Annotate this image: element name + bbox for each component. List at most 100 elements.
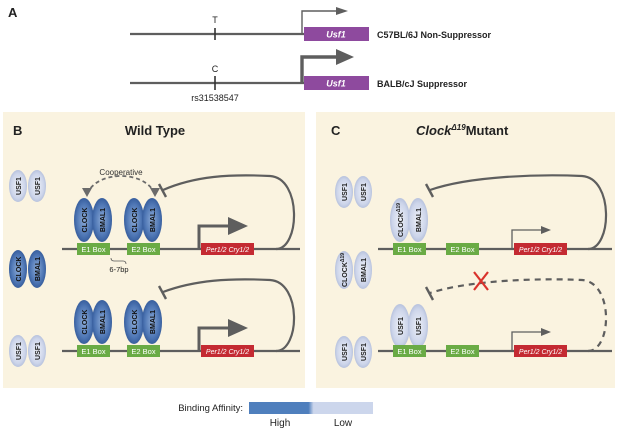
bmal1-protein	[92, 300, 112, 344]
protein-label: USF1	[361, 343, 368, 361]
target-gene-box	[514, 243, 567, 255]
target-gene-box	[201, 345, 254, 357]
clock-protein	[74, 198, 94, 242]
snp-allele-c: C	[212, 64, 219, 74]
inhibition-bar	[424, 183, 435, 198]
free-usf1-dimer: USF1 USF1	[335, 336, 372, 368]
free-usf1-dimer: USF1 USF1	[9, 170, 46, 202]
inhibition-bar	[157, 285, 168, 300]
protein-ellipse	[9, 170, 27, 202]
free-usf1-dimer: USF1 USF1	[335, 176, 372, 208]
protein-ellipse	[354, 336, 372, 368]
free-usf1-dimer: USF1 USF1	[9, 335, 46, 367]
feedback-loop	[162, 278, 296, 353]
wt-construct-bottom: CLOCK BMAL1 CLOCK BMAL1 E1 Box E2 Box Pe…	[62, 278, 300, 357]
protein-label: BMAL1	[35, 257, 42, 281]
protein-label: CLOCK	[132, 208, 139, 233]
title-superscript: Δ19	[450, 123, 466, 132]
clock-protein	[74, 300, 94, 344]
e1-box-label: E1 Box	[81, 245, 105, 254]
protein-label: USF1	[361, 183, 368, 201]
target-gene-label: Per1/2 Cry1/2	[206, 349, 249, 356]
cooperative-arc	[86, 175, 156, 195]
panel-c-title: ClockΔ19Mutant	[416, 123, 509, 138]
protein-ellipse	[354, 251, 372, 289]
panel-a-label: A	[8, 5, 18, 20]
feedback-loop	[162, 174, 296, 251]
weak-activation-arrow	[511, 331, 543, 351]
protein-label: CLOCK	[82, 208, 89, 233]
free-clock-bmal1-dimer: CLOCK BMAL1	[9, 250, 46, 288]
protein-ellipse	[354, 176, 372, 208]
protein-ellipse	[28, 250, 46, 288]
e2-box	[127, 345, 160, 357]
protein-label: CLOCKΔ19	[396, 203, 405, 237]
panel-b: B Wild Type USF1 USF1 CLOCK BMAL1 USF1 U…	[3, 112, 305, 388]
bmal1-protein	[92, 198, 112, 242]
title-gene: Clock	[416, 123, 452, 138]
protein-label: USF1	[35, 342, 42, 360]
protein-label: BMAL1	[100, 208, 107, 232]
target-gene-box	[514, 345, 567, 357]
weak-promoter-arrow	[301, 10, 338, 34]
mutant-construct-bottom: USF1 USF1 E1 Box E2 Box Per1/2 Cry1/2	[378, 271, 612, 357]
protein-ellipse	[9, 250, 27, 288]
bmal1-protein	[142, 198, 162, 242]
e2-box-label: E2 Box	[131, 245, 155, 254]
arrowhead-icon	[336, 7, 348, 15]
usf1-gene-box	[304, 27, 369, 41]
activation-arrow	[197, 224, 232, 249]
feedback-loop	[429, 174, 608, 251]
e2-box-label: E2 Box	[450, 245, 474, 254]
title-suffix: Mutant	[466, 123, 509, 138]
panel-a: A T Usf1 C57BL/6J Non-Suppressor C rs315…	[8, 5, 492, 103]
protein-ellipse	[28, 170, 46, 202]
protein-label: BMAL1	[150, 310, 157, 334]
snp-id: rs31538547	[191, 93, 239, 103]
protein-label: USF1	[16, 342, 23, 360]
block-x-icon	[473, 271, 489, 291]
activation-arrow	[197, 326, 232, 351]
e2-box	[127, 243, 160, 255]
arrowhead-icon	[541, 328, 551, 336]
target-gene-label: Per1/2 Cry1/2	[519, 247, 562, 254]
clock-protein	[124, 198, 144, 242]
legend-title: Binding Affinity:	[178, 403, 243, 414]
e1-box	[77, 345, 110, 357]
cooperative-label: Cooperative	[99, 168, 143, 177]
c57-locus: T Usf1 C57BL/6J Non-Suppressor	[130, 7, 492, 41]
arrowhead-icon	[150, 188, 160, 197]
protein-label: CLOCK	[82, 310, 89, 335]
e1-box	[393, 345, 426, 357]
bmal1-protein	[408, 198, 428, 242]
legend-low: Low	[334, 418, 353, 428]
target-gene-box	[201, 243, 254, 255]
e1-box-label: E1 Box	[397, 347, 421, 356]
free-clockd19-bmal1-dimer: CLOCKΔ19 BMAL1	[335, 251, 372, 289]
clockd19-protein	[390, 198, 410, 242]
protein-label: BMAL1	[416, 208, 423, 232]
protein-label: USF1	[16, 177, 23, 195]
protein-label: BMAL1	[100, 310, 107, 334]
arrowhead-icon	[541, 226, 551, 234]
usf1-gene-label: Usf1	[326, 30, 346, 40]
panel-b-label: B	[13, 123, 22, 138]
legend: Binding Affinity: High Low	[178, 402, 373, 428]
protein-ellipse	[28, 335, 46, 367]
arrowhead-icon	[82, 188, 92, 197]
e2-box-label: E2 Box	[450, 347, 474, 356]
protein-label: BMAL1	[361, 258, 368, 282]
arrowhead-icon	[228, 319, 248, 337]
target-gene-label: Per1/2 Cry1/2	[519, 349, 562, 356]
protein-ellipse	[9, 335, 27, 367]
bmal1-protein	[142, 300, 162, 344]
balb-locus: C rs31538547 Usf1 BALB/cJ Suppressor	[130, 49, 468, 103]
arrowhead-icon	[228, 217, 248, 235]
blocked-feedback-loop	[429, 278, 608, 353]
panel-b-title: Wild Type	[125, 123, 185, 138]
protein-label: CLOCK	[16, 257, 23, 282]
protein-ellipse	[335, 176, 353, 208]
protein-ellipse	[335, 251, 353, 289]
protein-label: USF1	[342, 343, 349, 361]
protein-label: USF1	[35, 177, 42, 195]
